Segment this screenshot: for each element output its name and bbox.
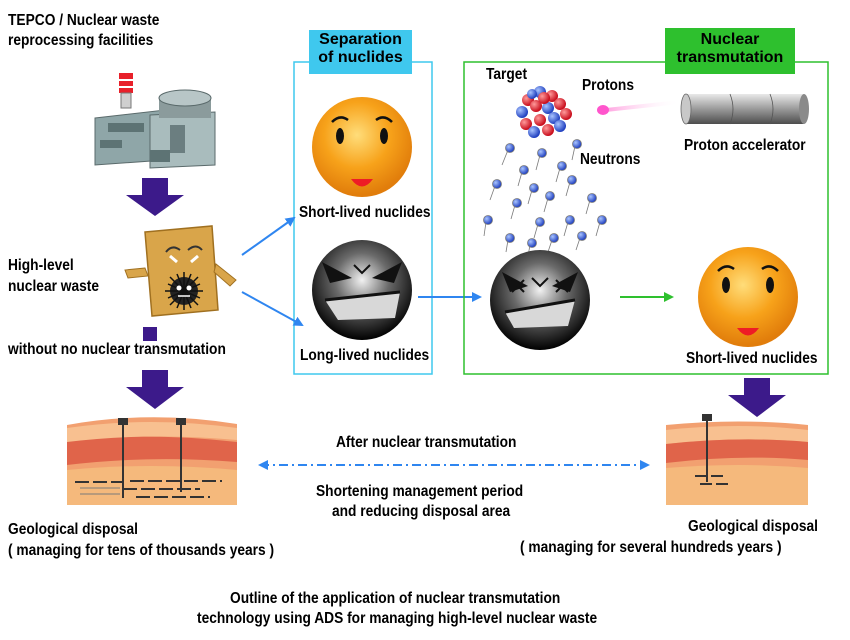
center-line1: Shortening management period	[316, 483, 524, 500]
left-disposal-line2: ( managing for tens of thousands years )	[8, 542, 275, 559]
no-transmutation-marker	[143, 327, 157, 341]
source-label-line1: TEPCO / Nuclear waste	[8, 12, 160, 29]
transmutation-box	[463, 61, 829, 375]
no-transmutation-label: without no nuclear transmutation	[8, 341, 226, 358]
arrow-to-short-lived	[241, 216, 296, 256]
left-geological-disposal-icon	[67, 417, 237, 505]
flow-arrow-down-3	[728, 378, 786, 417]
accelerator-label: Proton accelerator	[684, 137, 806, 154]
caption-line2: technology using ADS for managing high-l…	[197, 610, 598, 627]
arrow-to-long-lived	[241, 291, 304, 326]
neutron-cloud-icon	[483, 139, 607, 257]
flow-arrow-down-1	[126, 178, 184, 216]
right-disposal-line1: Geological disposal	[688, 518, 818, 535]
protons-label: Protons	[582, 77, 634, 94]
flow-arrow-down-2	[126, 370, 184, 409]
caption-line1: Outline of the application of nuclear tr…	[230, 590, 561, 607]
proton-icon	[597, 100, 680, 115]
waste-label-line1: High-level	[8, 257, 74, 274]
result-short-lived-label: Short-lived nuclides	[686, 350, 818, 367]
proton-accelerator-icon	[680, 93, 809, 125]
short-lived-label: Short-lived nuclides	[299, 204, 431, 221]
right-geological-disposal-icon	[666, 414, 808, 505]
long-lived-label: Long-lived nuclides	[300, 347, 430, 364]
target-cluster-icon	[516, 86, 572, 138]
reprocessing-facility-icon	[94, 73, 216, 169]
separation-tag: Separation of nuclides	[309, 31, 412, 67]
transmutation-tag-line2: transmutation	[676, 49, 784, 66]
after-transmutation-label: After nuclear transmutation	[336, 434, 517, 451]
neutrons-label: Neutrons	[580, 151, 641, 168]
separation-tag-bg	[309, 30, 412, 74]
waste-label-line2: nuclear waste	[8, 278, 100, 295]
separation-tag-line1: Separation	[319, 31, 402, 48]
transmutation-tag-bg	[665, 28, 795, 74]
separation-tag-line2: of nuclides	[318, 49, 403, 66]
left-disposal-line1: Geological disposal	[8, 521, 138, 538]
target-label: Target	[486, 66, 528, 83]
center-line2: and reducing disposal area	[332, 503, 511, 520]
transmuting-nuclide-icon	[490, 250, 590, 350]
right-disposal-line2: ( managing for several hundreds years )	[520, 539, 782, 556]
source-label-line2: reprocessing facilities	[8, 32, 154, 49]
long-lived-face-icon	[312, 240, 412, 340]
transmutation-tag-line1: Nuclear	[700, 31, 760, 48]
short-lived-face-icon	[312, 97, 412, 197]
high-level-waste-icon	[124, 225, 237, 317]
transmutation-tag: Nuclear transmutation	[665, 31, 795, 67]
result-short-lived-face-icon	[698, 247, 798, 347]
